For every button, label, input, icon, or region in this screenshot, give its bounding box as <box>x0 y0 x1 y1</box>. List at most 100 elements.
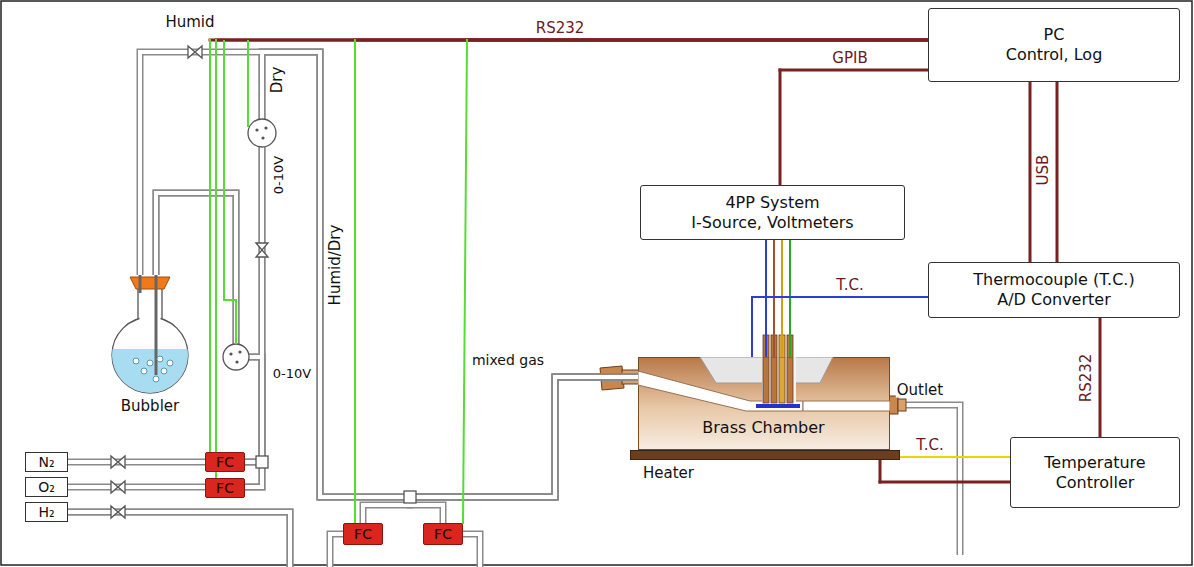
node-subtitle: Control, Log <box>1006 45 1103 65</box>
node-title: H₂ <box>38 505 54 519</box>
cable-segment <box>752 296 928 298</box>
gas-source: H₂ <box>25 502 68 522</box>
outlet-pipe <box>900 405 960 555</box>
flow-controller: FC <box>423 523 463 545</box>
cable-segment <box>210 39 928 42</box>
pipe-tee <box>404 491 416 503</box>
bundle-wire <box>1029 82 1032 262</box>
gas-pipe-bore <box>68 512 480 567</box>
cable-label: RS232 <box>1079 353 1094 404</box>
hand-valves <box>111 46 268 518</box>
gas-pipe <box>68 512 343 567</box>
pipe-outlines <box>68 52 638 567</box>
cable-segment <box>354 40 356 523</box>
cable-segment <box>751 297 753 357</box>
node-title: FC <box>216 455 234 469</box>
cable-segment <box>209 40 211 452</box>
bubbler-flask: Bubbler <box>100 275 200 415</box>
pipe-label: mixed gas <box>471 353 545 367</box>
bubble <box>153 376 159 382</box>
sample <box>756 404 800 408</box>
node-title: PC <box>1044 25 1065 45</box>
cable-segment <box>463 40 467 523</box>
bubble <box>161 368 167 374</box>
node-title: FC <box>354 527 372 541</box>
flow-controller: FC <box>205 478 245 498</box>
outlet-channel <box>803 401 890 411</box>
gas-pipe <box>363 377 638 523</box>
node-title: Thermocouple (T.C.) <box>973 270 1134 290</box>
pipe-label: Humid <box>164 15 215 30</box>
gas-pipe <box>245 52 638 497</box>
pipe-label: 0-10V <box>272 155 285 195</box>
gas-pipe-bore <box>68 512 343 567</box>
gas-pipe <box>68 484 205 491</box>
probe-rod <box>771 357 777 403</box>
node-title: Heater <box>643 464 694 482</box>
signal-cable <box>1100 318 1101 437</box>
cable-segment <box>216 39 928 42</box>
node-subtitle: A/D Converter <box>997 290 1110 310</box>
cable-label: USB <box>1036 154 1051 187</box>
hand-valve <box>188 46 202 58</box>
cable-segment <box>467 39 928 42</box>
probe-rod <box>787 357 793 403</box>
gas-pipe <box>68 512 480 567</box>
cable-segment <box>779 70 782 185</box>
hand-valve <box>111 506 125 518</box>
heater-plate: Heater <box>630 450 900 460</box>
brass-chamber: Brass Chamber <box>638 357 890 450</box>
node-title: Brass Chamber <box>639 418 888 437</box>
bundle-wire <box>773 240 775 357</box>
bundle-wire <box>765 240 767 357</box>
bundle-wire <box>789 240 791 357</box>
cable-segment <box>879 460 882 482</box>
gas-pipe-bore <box>245 52 638 497</box>
flow-controller: FC <box>343 523 383 545</box>
gas-pipe-bore <box>68 460 205 464</box>
pipe-junction <box>256 456 268 468</box>
probe-rod <box>779 357 785 403</box>
node-title: Temperature Controller <box>1017 453 1173 493</box>
hand-valve <box>111 456 125 468</box>
wire-bundle <box>1030 82 1057 262</box>
node-title: N₂ <box>38 455 54 469</box>
gas-pipe <box>410 377 638 523</box>
gas-pipe-bore <box>410 377 638 523</box>
stopper <box>130 277 170 289</box>
process-box: PCControl, Log <box>928 8 1180 82</box>
gas-pipe <box>245 52 638 497</box>
gas-source: O₂ <box>25 477 68 497</box>
flow-controller: FC <box>205 452 245 472</box>
pipe-bores <box>68 52 638 567</box>
three-way-valves <box>223 119 276 370</box>
signal-cable <box>752 297 928 357</box>
signal-cable <box>463 40 928 523</box>
bubble <box>133 358 139 364</box>
pipe-label: Dry <box>270 66 285 95</box>
bubble <box>147 360 153 366</box>
hand-valve <box>111 481 125 493</box>
signal-cable <box>780 70 928 185</box>
gas-pipe-bore <box>245 52 638 497</box>
node-title: 4PP System <box>725 193 819 213</box>
cable-label: RS232 <box>535 21 586 36</box>
gas-source: N₂ <box>25 452 68 472</box>
node-title: Bubbler <box>100 397 200 415</box>
bubble <box>141 368 147 374</box>
signal-cable <box>210 40 928 452</box>
cable-label: T.C. <box>915 438 944 453</box>
cable-segment <box>900 456 1010 458</box>
cable-label: GPIB <box>831 51 868 66</box>
probe-shaft <box>762 357 796 402</box>
gas-pipe-bore <box>363 377 638 523</box>
wire-bundle <box>766 240 790 357</box>
cable-segment <box>780 69 928 72</box>
gas-pipe <box>68 459 205 466</box>
outlet-tube <box>139 275 142 293</box>
cable-segment <box>1099 318 1102 437</box>
bubble <box>157 356 163 362</box>
probe-rod <box>763 357 769 403</box>
cable-segment <box>880 481 1010 484</box>
